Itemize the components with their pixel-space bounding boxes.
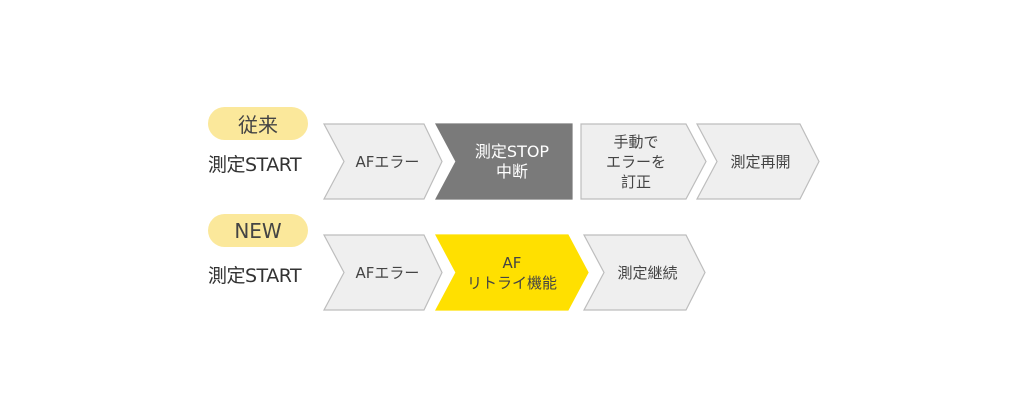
new-step-retry: AF リトライ機能: [466, 253, 557, 292]
conv-step-stop-shape: [435, 123, 573, 200]
conv-step-af-error: AFエラー: [355, 152, 420, 171]
conventional-start-label: 測定START: [208, 154, 302, 176]
conv-step-af-error-shape: [323, 123, 443, 200]
conv-step-manual-fix: 手動で エラーを 訂正: [605, 132, 666, 191]
conv-step-manual-fix-shape: [580, 123, 707, 200]
new-step-af-error-shape: [323, 234, 443, 311]
new-start-label: 測定START: [208, 265, 302, 287]
conventional-badge: 従来: [208, 107, 308, 140]
conv-step-resume-shape: [696, 123, 820, 200]
new-step-continue: 測定継続: [617, 263, 678, 282]
new-step-af-error: AFエラー: [355, 263, 420, 282]
new-step-continue-shape: [583, 234, 706, 311]
conv-step-stop: 測定STOP 中断: [474, 141, 550, 181]
new-step-retry-shape: [435, 234, 589, 311]
new-badge: NEW: [208, 214, 308, 247]
conv-step-resume: 測定再開: [730, 152, 791, 171]
